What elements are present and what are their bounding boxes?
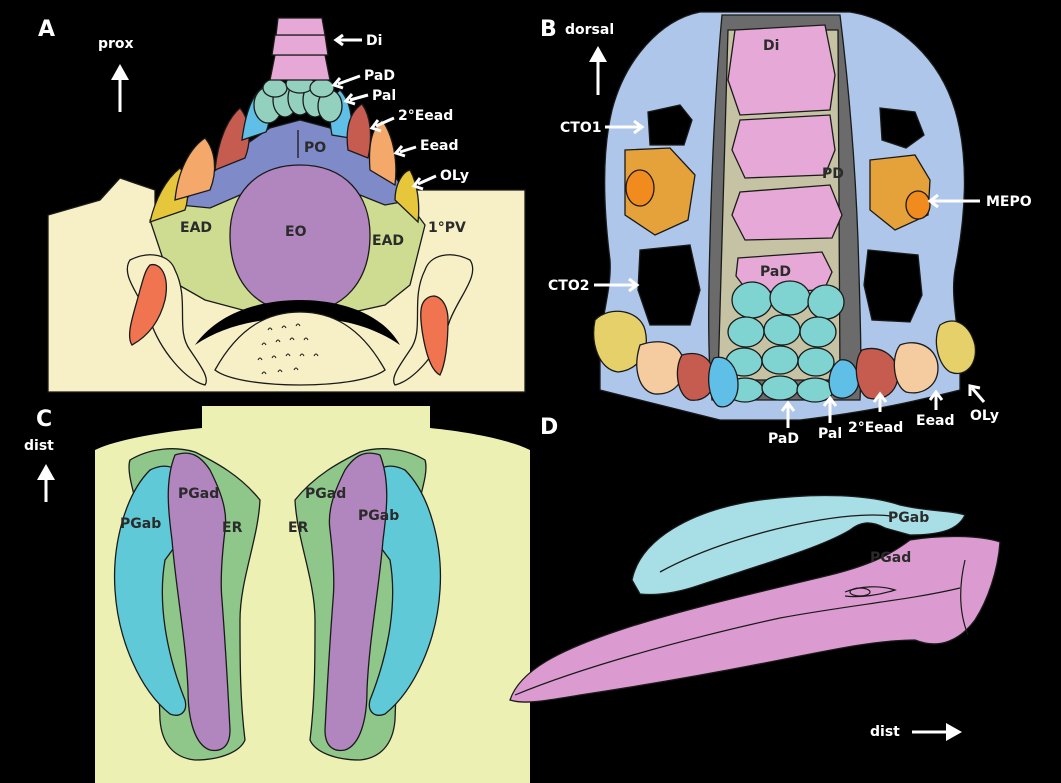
panel-c-label-er-left: ER	[222, 520, 243, 536]
panel-a-label-di: Di	[366, 33, 382, 49]
panel-a-label-1pv: 1°PV	[428, 220, 466, 236]
panel-b-cto2-right	[864, 250, 922, 322]
panel-b-label-mepo: MEPO	[986, 194, 1032, 210]
panel-a-letter: A	[38, 17, 55, 42]
panel-b-letter: B	[540, 17, 557, 42]
panel-c-label-pgab-left: PGab	[120, 516, 161, 532]
panel-a-label-ead-left: EAD	[180, 220, 212, 236]
panel-a-direction-label: prox	[98, 36, 134, 52]
panel-b-cto2-left	[638, 245, 700, 325]
panel-b-label-2eead: 2°Eead	[848, 420, 903, 436]
panel-c-letter: C	[36, 407, 52, 432]
panel-d-direction-label: dist	[870, 724, 900, 740]
panel-c-label-er-right: ER	[288, 520, 309, 536]
panel-a-label-eead: Eead	[420, 138, 459, 154]
panel-b-label-pd: PD	[822, 166, 844, 182]
panel-c-direction-label: dist	[24, 438, 54, 454]
panel-d-label-pgab: PGab	[888, 510, 929, 526]
panel-b-right-eead	[894, 343, 938, 393]
panel-a-label-pal: Pal	[372, 88, 396, 104]
panel-a-label-eo: EO	[285, 224, 307, 240]
panel-c-label-pgad-right: PGad	[305, 486, 346, 502]
panel-c-label-pgab-right: PGab	[358, 508, 399, 524]
panel-b-label-pal: Pal	[818, 426, 842, 442]
panel-b-mepo-left-inner	[626, 170, 654, 206]
panel-a-label-po: PO	[304, 140, 326, 156]
panel-b-direction-label: dorsal	[565, 22, 614, 38]
panel-a-label-oly: OLy	[440, 168, 469, 184]
panel-b-mepo-right-inner	[906, 191, 930, 219]
panel-b-label-pad-inner: PaD	[760, 264, 791, 280]
panel-c-label-pgad-left: PGad	[178, 486, 219, 502]
panel-a-label-pad: PaD	[364, 68, 395, 84]
panel-a-label-ead-right: EAD	[372, 233, 404, 249]
panel-b-right-pal	[829, 360, 858, 398]
panel-a-label-2eead: 2°Eead	[398, 108, 453, 124]
panel-d-label-pgad: PGad	[870, 550, 911, 566]
panel-b-label-cto2: CTO2	[548, 278, 589, 294]
panel-c: C dist PGad PGab ER ER PGad PGab	[24, 406, 530, 783]
panel-b-label-oly: OLy	[970, 408, 999, 424]
panel-b-cto1-left	[648, 105, 692, 145]
panel-b-cyan-cluster	[726, 281, 844, 402]
panel-b-label-di: Di	[763, 38, 779, 54]
panel-a-di-stack	[270, 18, 330, 80]
panel-b-label-cto1: CTO1	[560, 120, 601, 136]
panel-b-label-pad: PaD	[768, 431, 799, 447]
panel-d-letter: D	[540, 415, 558, 440]
panel-b-label-eead: Eead	[916, 413, 955, 429]
